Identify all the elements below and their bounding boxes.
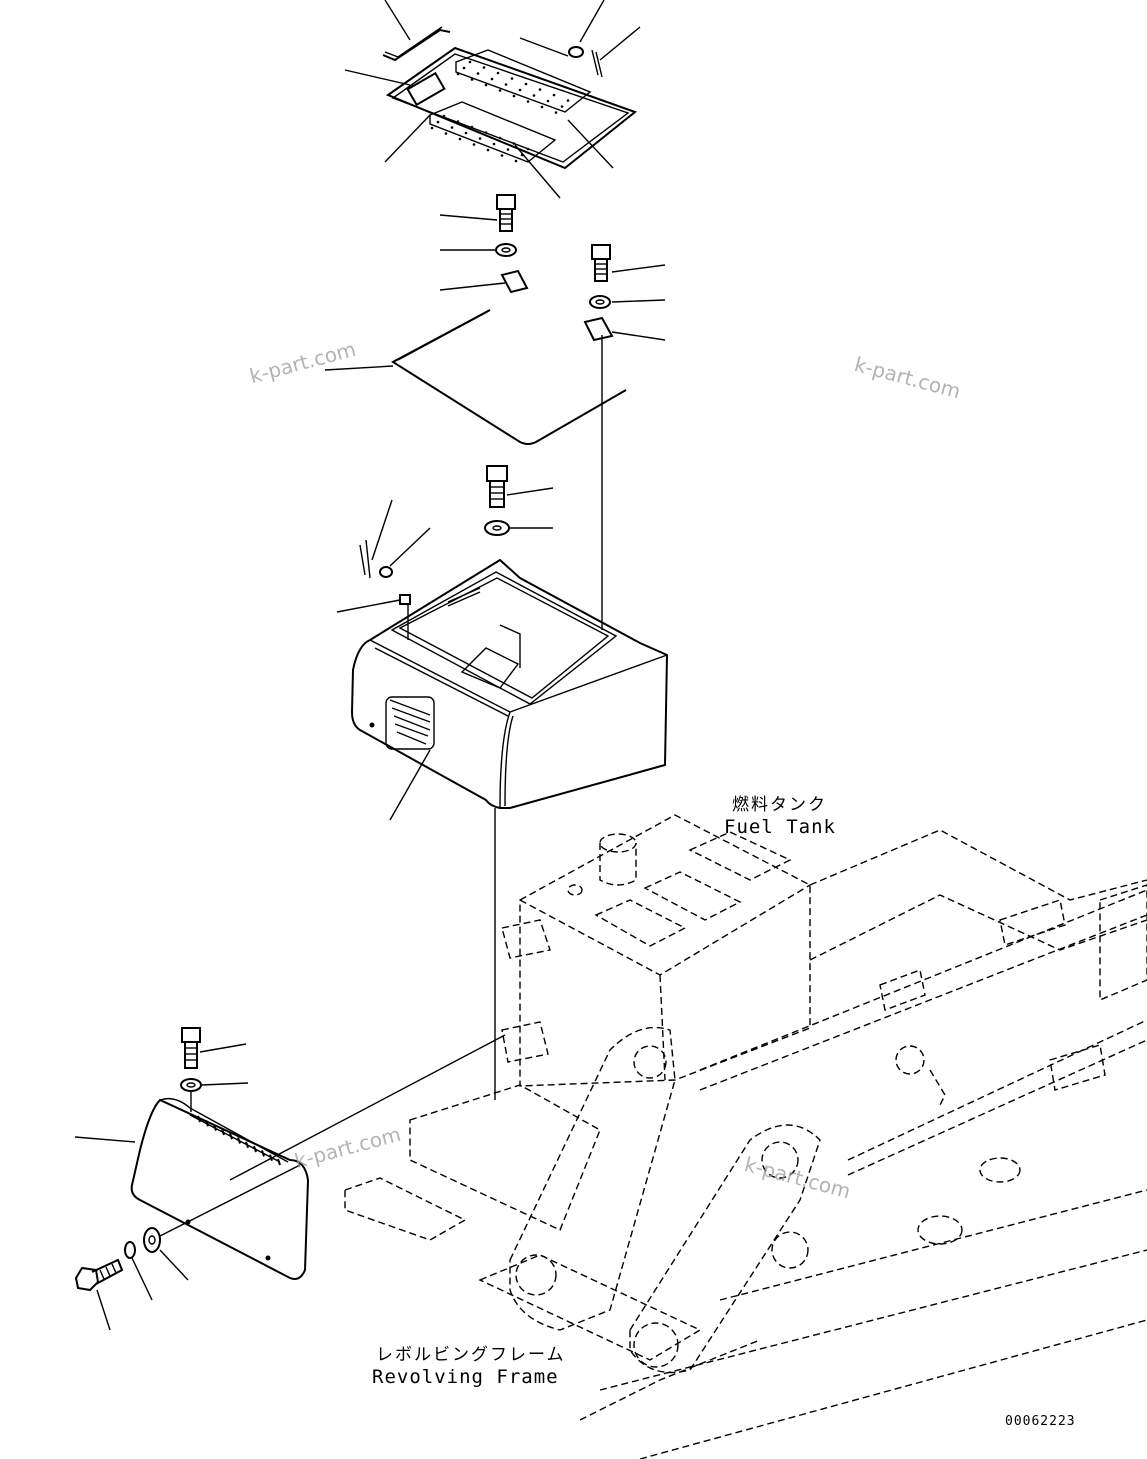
- cover-tooth: [277, 1158, 281, 1166]
- revolving-frame: [344, 829, 1147, 1459]
- cover-tooth: [229, 1132, 233, 1140]
- pad-dot: [540, 105, 544, 109]
- pad-dot: [546, 99, 550, 103]
- cover-tooth: [221, 1128, 225, 1136]
- pad-dot: [436, 120, 440, 124]
- pad-dot: [498, 136, 502, 140]
- cover-tooth: [253, 1145, 257, 1153]
- pad-dot: [456, 72, 460, 76]
- pad-dot: [500, 154, 504, 157]
- pad-dot: [450, 126, 454, 129]
- pad-dot: [464, 131, 468, 135]
- box-pin: [359, 539, 371, 579]
- revolving-frame-label-en: Revolving Frame: [372, 1366, 559, 1388]
- pad-dot: [518, 88, 522, 92]
- pad-dot: [490, 77, 494, 81]
- pad-dot: [430, 126, 434, 130]
- pad-dot: [538, 88, 542, 91]
- pad-dot: [470, 125, 474, 129]
- cover-tooth: [213, 1124, 217, 1131]
- pad-dot: [444, 132, 448, 135]
- pad-dot: [510, 77, 514, 80]
- cover-tooth: [245, 1141, 249, 1149]
- top-cotter-pin: [591, 49, 603, 78]
- pad-dot: [468, 60, 472, 64]
- pad-dot: [484, 83, 488, 87]
- pad-dot: [470, 78, 474, 81]
- pad-dot: [478, 137, 482, 140]
- cover-tooth: [269, 1154, 273, 1162]
- pad-dot: [524, 82, 528, 86]
- gasket-sheet: [391, 309, 627, 445]
- pad-dot: [552, 93, 556, 97]
- cover-top-bolt: [180, 1027, 249, 1112]
- right-bolt-stack: [583, 244, 666, 342]
- pad-dot: [506, 148, 510, 151]
- pad-dot: [462, 66, 466, 70]
- lid-plate: [385, 46, 638, 170]
- pad-dot: [486, 148, 490, 152]
- pad-dot: [554, 111, 558, 114]
- box-bolt: [484, 465, 554, 536]
- cover-tooth: [197, 1115, 201, 1123]
- drawing-number: 00062223: [1005, 1414, 1076, 1429]
- left-bolt-stack: [439, 194, 529, 294]
- pad-dot: [492, 142, 496, 146]
- pad-dot: [566, 99, 570, 102]
- pad-dot: [442, 114, 446, 118]
- cover-tooth: [237, 1137, 241, 1144]
- pad-dot: [456, 120, 460, 123]
- cover-bottom-bolt: [74, 1164, 301, 1331]
- fuel-tank: [501, 814, 811, 1087]
- tool-box: [350, 558, 669, 821]
- pad-dot: [512, 142, 516, 145]
- pad-dot: [526, 100, 530, 103]
- fuel-tank-label-jp: 燃料タンク: [732, 795, 827, 815]
- pad-dot: [514, 159, 518, 163]
- pad-dot: [512, 94, 516, 98]
- pad-dot: [458, 137, 462, 141]
- pad-dot: [532, 94, 536, 97]
- pad-dot: [526, 147, 530, 151]
- top-washer: [568, 46, 584, 58]
- pad-dot: [504, 83, 508, 86]
- pad-dot: [484, 131, 488, 134]
- pad-dot: [496, 71, 500, 75]
- pad-dot: [560, 105, 564, 108]
- pad-dot: [482, 66, 486, 69]
- fuel-tank-label-en: Fuel Tank: [724, 816, 836, 838]
- revolving-frame-label-jp: レボルビングフレーム: [376, 1345, 566, 1365]
- cover-tooth: [261, 1150, 265, 1157]
- pad-dot: [472, 143, 476, 146]
- cover-tooth: [205, 1119, 209, 1127]
- pad-dot: [498, 89, 502, 92]
- lid-rod: [382, 28, 451, 62]
- pad-dot: [476, 72, 480, 75]
- side-cover: [74, 1097, 310, 1280]
